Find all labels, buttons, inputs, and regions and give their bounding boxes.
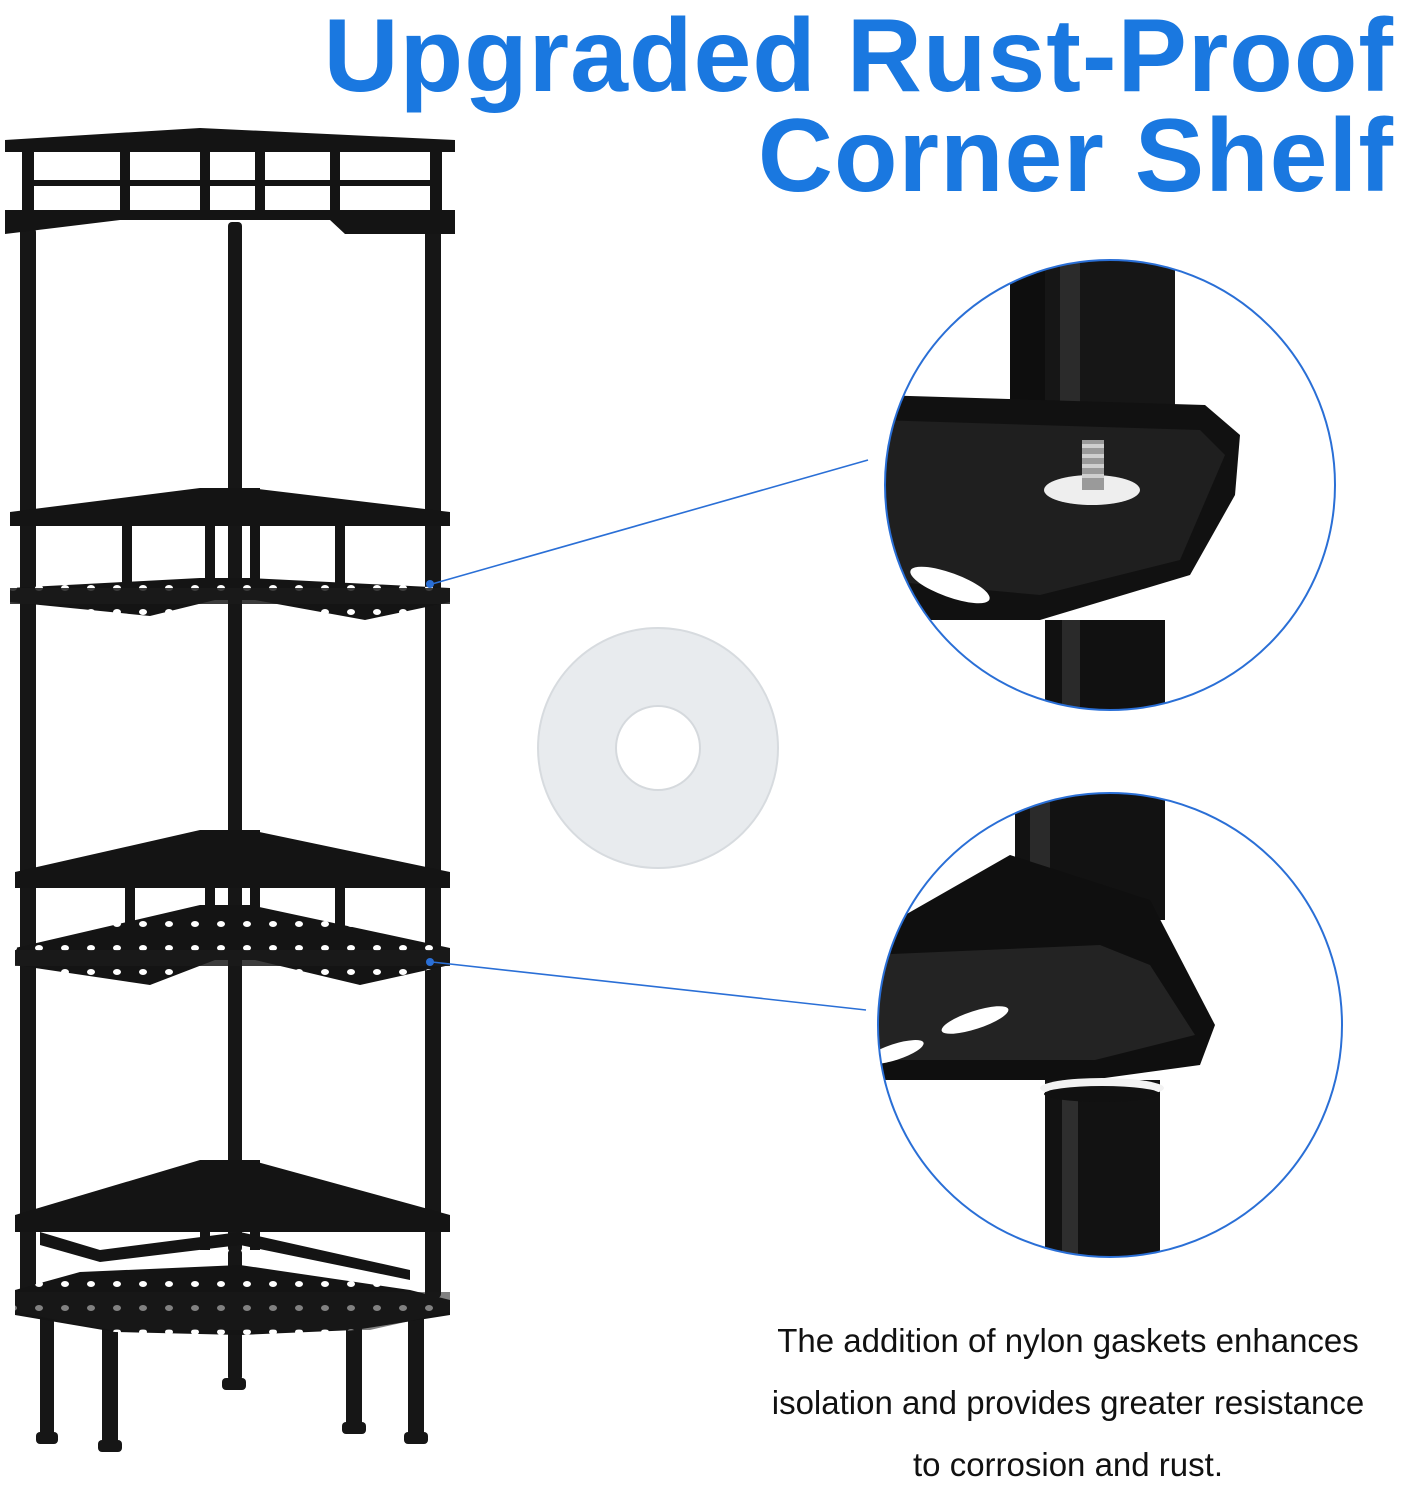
nylon-washer-icon [537, 627, 779, 869]
feature-description: The addition of nylon gaskets enhances i… [718, 1310, 1416, 1496]
description-line-3: to corrosion and rust. [913, 1446, 1223, 1483]
zoom-bolt-detail [884, 259, 1336, 711]
middle-shelf-2 [15, 830, 450, 985]
description-line-2: isolation and provides greater resistanc… [771, 1384, 1365, 1421]
middle-shelf-1 [10, 488, 450, 620]
headline-line-2: Corner Shelf [757, 98, 1394, 214]
zoom-gasket-detail [877, 792, 1343, 1258]
headline-line-1: Upgraded Rust-Proof [323, 0, 1394, 114]
top-shelf [5, 128, 455, 234]
description-line-1: The addition of nylon gaskets enhances [777, 1322, 1359, 1359]
callout-lines [431, 459, 869, 1011]
bottom-basket [15, 1160, 450, 1335]
corner-shelf-unit [5, 128, 455, 1452]
